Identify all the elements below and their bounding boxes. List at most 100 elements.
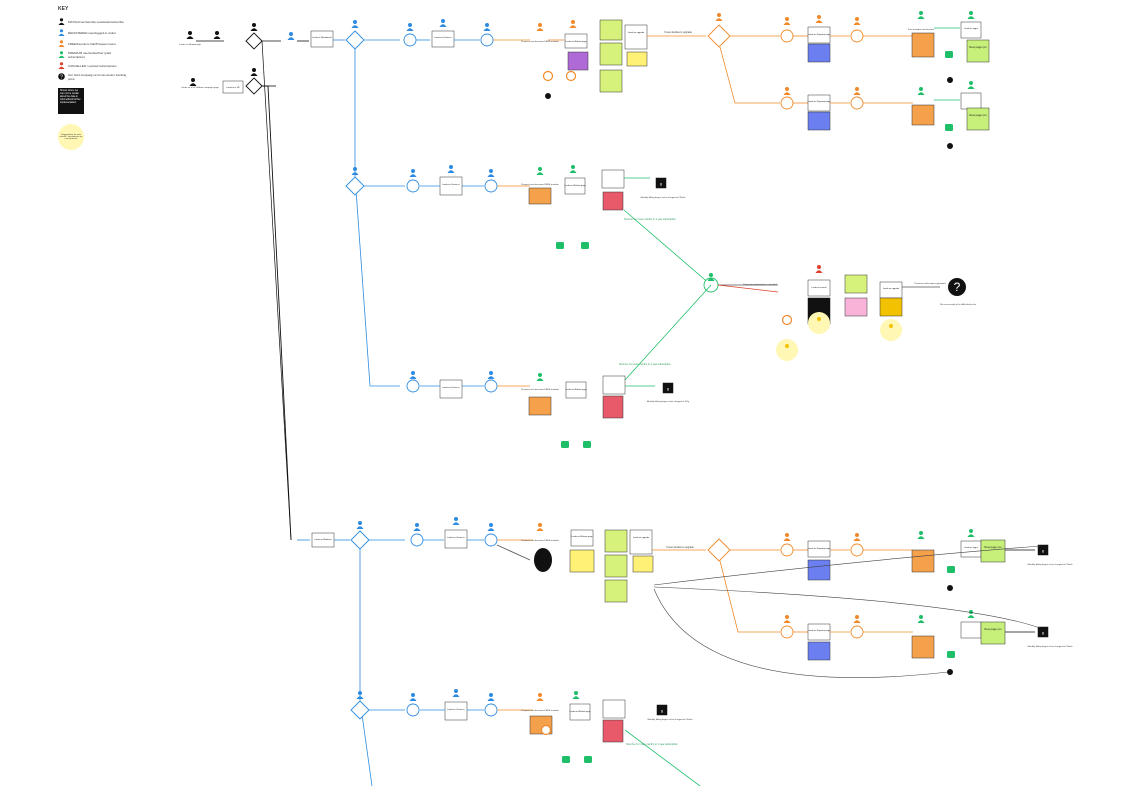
page-box [807,540,831,558]
person-icon [853,615,861,623]
billing-label: Monthly billing begins to be charged at … [648,718,694,721]
alarm-icon [781,314,793,326]
goal-box [980,621,1006,645]
page-box [960,621,982,639]
connector-line [719,560,780,633]
blue-note [807,43,831,63]
person-icon [917,615,925,623]
bulb-glyph [785,344,789,348]
page-box [564,177,586,195]
person-icon [487,693,495,701]
question-icon [947,77,953,83]
page-label: Lands on Website page [572,535,594,538]
note-text: We cannot easily tell in GA4 whether the [940,303,977,306]
decision-diamond [707,538,731,562]
return-arrow [653,586,1041,629]
billing-label: Monthly billing begins to be charged at … [647,400,690,403]
page-box [431,30,455,48]
orange-note [528,396,552,416]
red-note [602,191,624,211]
page-box [564,33,588,49]
person-icon [536,373,544,381]
bulb-icon [880,319,902,341]
step-circle [850,96,864,110]
legend-item-label: CANCELLED / expired subscriptions [68,63,117,68]
page-box [879,281,903,299]
step-circle [484,703,498,717]
question-icon [947,585,953,591]
person-icon [487,523,495,531]
connector-line [624,729,701,786]
step-circle [406,379,420,393]
person-icon [58,51,65,58]
billing-label: Monthly billing begins to be charged at … [1028,563,1074,566]
page-box [807,94,831,112]
calendar-icon [656,704,668,716]
svg-text:?: ? [60,74,63,80]
person-icon [572,691,580,699]
question-icon [545,93,551,99]
alarm-icon [540,724,552,736]
calendar-icon [1037,544,1049,556]
blue-note [807,559,831,581]
step-circle [403,33,417,47]
step-circle [406,179,420,193]
step-circle [780,29,794,43]
person-icon [853,17,861,25]
node-label: Free member now become [908,28,935,31]
page-box [310,30,334,48]
calendar-icon [662,382,674,394]
legend-bulb-note: Suggestions for new events / touchpoints… [58,124,84,150]
decision-diamond [345,176,365,196]
page-box [807,26,831,44]
person-icon [967,529,975,537]
page-label: Lands on Create ac [434,36,451,39]
note-yellow-green [599,19,623,41]
calendar-icon [1037,626,1049,638]
connector-line [624,284,712,381]
person-icon [189,78,197,86]
person-icon [287,32,295,40]
note-yellow-green [844,274,868,294]
bulb-icon [808,312,830,334]
page-box [960,540,982,558]
person-icon [783,533,791,541]
billing-label: Monthly billing begins to be charged at … [1028,645,1074,648]
orange-note [911,549,935,573]
step-circle [780,543,794,557]
page-box [439,379,463,399]
step-circle [484,379,498,393]
person-icon [783,87,791,95]
legend-item: ?Our GA4 campaign and conversion trackin… [58,71,128,82]
blue-note [807,641,831,661]
chat-icon [561,441,569,448]
person-icon [815,265,823,273]
connector-line [496,544,531,561]
yellow-note [569,549,595,573]
legend-item-label: PREMIUM user/subscriber (paid subscripti… [68,50,112,59]
person-icon [815,15,823,23]
entry-label: Lands on a UK affiliate campaign page [181,86,219,89]
person-icon [707,273,715,281]
page-box [601,169,625,189]
page-box [569,703,591,721]
person-icon [250,23,258,31]
edge-label: Must be 3 or more months or 1 year subsc… [619,363,671,366]
yellow-note [626,51,648,67]
person-icon [917,531,925,539]
person-icon [783,17,791,25]
legend: KEY MATCH/membership newsletter/subscrib… [58,6,128,150]
orange-note [528,187,552,205]
person-icon [447,165,455,173]
page-label: Lands on Payment page [808,547,831,550]
chat-icon [947,566,955,573]
alarm-icon [565,70,577,82]
step-circle [410,533,424,547]
page-box [602,375,626,395]
page-label: Lands on Website page [565,184,587,187]
question-icon [947,143,953,149]
node-label: Prospect now becomes FREE member [521,40,559,43]
note-yellow-green [599,69,623,93]
step-circle [850,29,864,43]
return-arrow [653,588,949,678]
